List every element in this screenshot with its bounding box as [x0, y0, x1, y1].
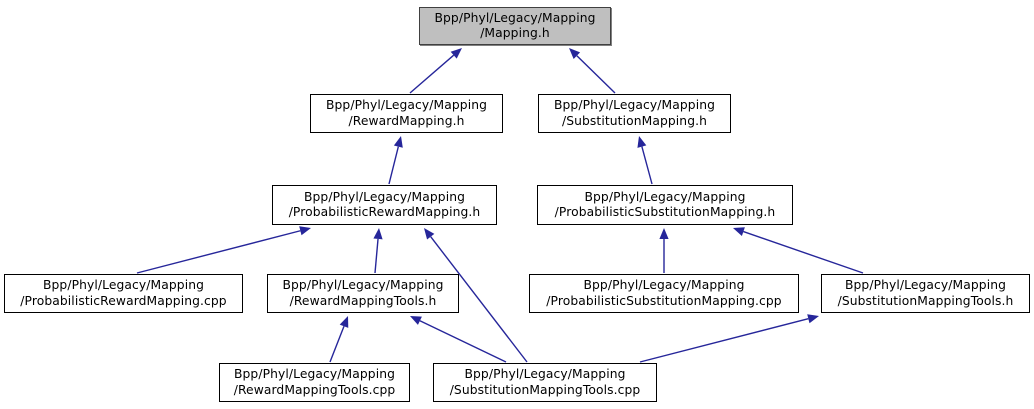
- node-label-line1: Bpp/Phyl/Legacy/Mapping: [584, 189, 746, 204]
- graph-edge-line: [374, 238, 379, 274]
- graph-edge-arrowhead: [339, 316, 349, 328]
- graph-edge-arrowhead: [424, 228, 435, 240]
- graph-edge-arrowhead: [373, 228, 383, 240]
- node-label-line2: /ProbabilisticSubstitutionMapping.cpp: [546, 293, 782, 308]
- graph-edge-arrowhead: [637, 136, 647, 148]
- graph-edge-arrowhead: [450, 48, 462, 59]
- node-label-line1: Bpp/Phyl/Legacy/Mapping: [583, 278, 745, 292]
- graph-node-substitution-mapping-tools-cpp[interactable]: Bpp/Phyl/Legacy/Mapping/SubstitutionMapp…: [433, 363, 657, 402]
- node-label-line1: Bpp/Phyl/Legacy/Mapping: [233, 367, 396, 381]
- graph-edge-line: [388, 146, 400, 185]
- node-label-line2: /Mapping.h: [480, 26, 550, 40]
- graph-edge-line: [136, 230, 301, 274]
- graph-edge-arrowhead: [393, 136, 403, 148]
- graph-edge-arrowhead: [299, 226, 311, 236]
- node-label-line2: /ProbabilisticRewardMapping.h: [288, 205, 481, 219]
- node-label-line1: Bpp/Phyl/Legacy/Mapping: [844, 278, 1007, 292]
- node-label-line1: Bpp/Phyl/Legacy/Mapping: [464, 367, 626, 381]
- node-label-line1: Bpp/Phyl/Legacy/Mapping: [434, 10, 596, 25]
- graph-edge-line: [419, 320, 507, 363]
- node-label-line2: /SubstitutionMapping.h: [561, 113, 708, 128]
- node-label-line2: /RewardMappingTools.cpp: [233, 382, 396, 397]
- node-label-line2: /SubstitutionMappingTools.cpp: [449, 382, 641, 397]
- node-label-line2: /SubstitutionMappingTools.h: [837, 293, 1014, 308]
- graph-edge-arrowhead: [410, 316, 422, 325]
- node-label-line1: Bpp/Phyl/Legacy/Mapping: [553, 98, 716, 112]
- graph-edge-line: [641, 146, 653, 185]
- graph-edge-arrowhead: [659, 228, 669, 239]
- node-label-line2: /ProbabilisticSubstitutionMapping.h: [554, 205, 776, 219]
- graph-edge-line: [639, 318, 809, 363]
- graph-edge-line: [576, 55, 616, 94]
- graph-edge-line: [329, 325, 345, 363]
- graph-node-prob-reward-mapping-h[interactable]: Bpp/Phyl/Legacy/Mapping/ProbabilisticRew…: [272, 185, 497, 225]
- graph-edge-line: [409, 54, 455, 94]
- graph-edge-arrowhead: [569, 48, 581, 59]
- node-label-line1: Bpp/Phyl/Legacy/Mapping: [325, 98, 488, 112]
- graph-node-prob-reward-mapping-cpp[interactable]: Bpp/Phyl/Legacy/Mapping/ProbabilisticRew…: [4, 274, 243, 313]
- graph-node-prob-substitution-mapping-h[interactable]: Bpp/Phyl/Legacy/Mapping/ProbabilisticSub…: [537, 185, 793, 225]
- graph-node-substitution-mapping-h[interactable]: Bpp/Phyl/Legacy/Mapping/SubstitutionMapp…: [538, 94, 731, 133]
- graph-node-mapping-h[interactable]: Bpp/Phyl/Legacy/Mapping/Mapping.h: [419, 7, 611, 45]
- node-label-line2: /ProbabilisticRewardMapping.cpp: [20, 293, 227, 308]
- node-label-line1: Bpp/Phyl/Legacy/Mapping: [282, 278, 444, 292]
- node-label-line1: Bpp/Phyl/Legacy/Mapping: [42, 278, 205, 292]
- node-label-line2: /RewardMapping.h: [348, 113, 465, 128]
- graph-node-reward-mapping-h[interactable]: Bpp/Phyl/Legacy/Mapping/RewardMapping.h: [310, 94, 503, 133]
- graph-edge-line: [743, 230, 864, 274]
- graph-node-reward-mapping-tools-cpp[interactable]: Bpp/Phyl/Legacy/Mapping/RewardMappingToo…: [219, 363, 410, 402]
- graph-node-prob-substitution-mapping-cpp[interactable]: Bpp/Phyl/Legacy/Mapping/ProbabilisticSub…: [529, 274, 799, 313]
- graph-node-reward-mapping-tools-h[interactable]: Bpp/Phyl/Legacy/Mapping/RewardMappingToo…: [267, 274, 459, 313]
- graph-edge-arrowhead: [733, 227, 745, 236]
- graph-edge-arrowhead: [807, 314, 819, 324]
- node-label-line1: Bpp/Phyl/Legacy/Mapping: [303, 189, 466, 204]
- graph-node-substitution-mapping-tools-h[interactable]: Bpp/Phyl/Legacy/Mapping/SubstitutionMapp…: [821, 274, 1030, 313]
- node-label-line2: /RewardMappingTools.h: [289, 293, 437, 308]
